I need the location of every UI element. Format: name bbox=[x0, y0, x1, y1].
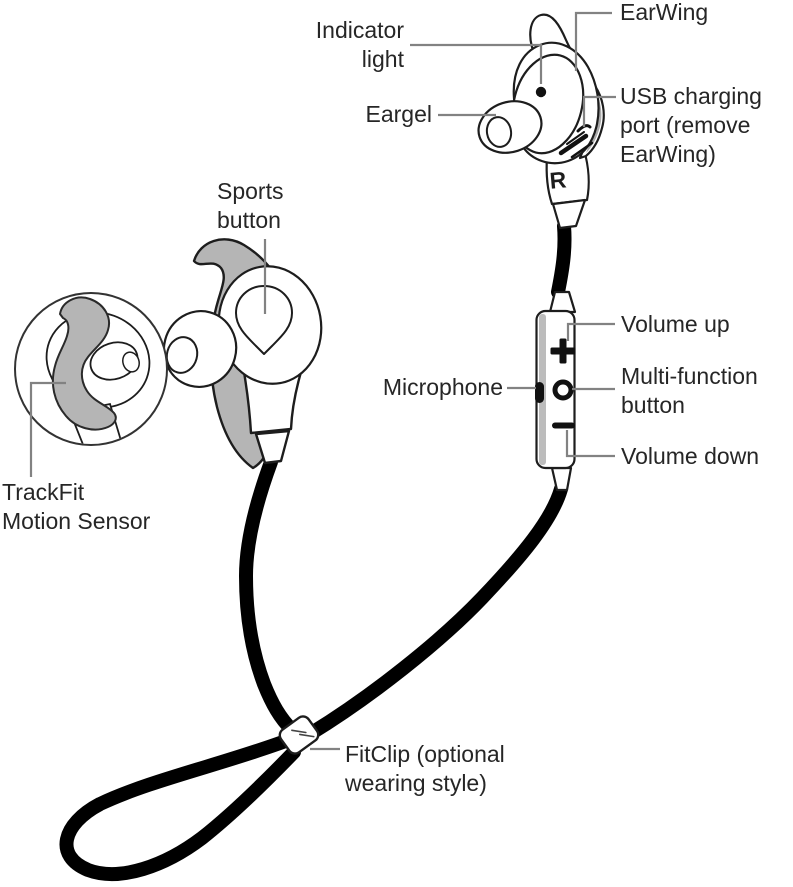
label-usb-charging-port: USB charging port (remove EarWing) bbox=[620, 83, 762, 167]
ring-icon bbox=[552, 379, 574, 401]
inset-eargel bbox=[89, 341, 139, 381]
plus-icon bbox=[550, 338, 576, 364]
microphone-slot bbox=[535, 382, 544, 403]
right-earbud: R bbox=[477, 13, 605, 230]
label-microphone: Microphone bbox=[382, 374, 503, 400]
cable-loop bbox=[59, 732, 301, 881]
left-eargel-tip bbox=[165, 336, 199, 374]
minus-icon bbox=[552, 422, 575, 429]
label-multi-function-button: Multi-function button bbox=[621, 363, 758, 418]
right-marking-text: R bbox=[548, 166, 567, 193]
leader-usb-port bbox=[582, 95, 616, 127]
leader-volume-up bbox=[566, 322, 615, 341]
remote-to-clip-cable bbox=[289, 482, 568, 749]
remote-top-cone bbox=[548, 290, 577, 314]
leader-lines bbox=[29, 11, 616, 751]
sports-button-shape bbox=[235, 285, 293, 355]
cables bbox=[59, 219, 572, 881]
leader-trackfit bbox=[29, 381, 66, 477]
right-eargel-tip bbox=[485, 116, 513, 148]
label-volume-down: Volume down bbox=[621, 443, 760, 469]
label-eargel: Eargel bbox=[365, 101, 432, 127]
indicator-light-dot bbox=[535, 86, 547, 98]
leader-volume-down bbox=[565, 430, 615, 458]
left-earbud-cable bbox=[238, 455, 299, 737]
leader-indicator-light bbox=[410, 43, 543, 84]
inset-circle bbox=[14, 292, 168, 446]
label-trackfit-motion-sensor: TrackFit Motion Sensor bbox=[2, 479, 151, 534]
inset-eargel-tip bbox=[122, 351, 140, 373]
label-sports-button: Sports button bbox=[217, 178, 284, 233]
inline-remote bbox=[535, 290, 577, 492]
inset-outline bbox=[14, 292, 168, 446]
right-earbud-cable bbox=[551, 219, 572, 299]
right-stem-cone bbox=[551, 198, 587, 230]
fitclip-shape bbox=[278, 715, 320, 755]
label-fitclip: FitClip (optional wearing style) bbox=[345, 741, 505, 796]
left-stem-cone bbox=[254, 429, 291, 465]
trackfit-sensor-area bbox=[51, 296, 117, 431]
left-earbud bbox=[162, 238, 323, 470]
label-earwing: EarWing bbox=[620, 0, 709, 25]
label-indicator-light: Indicator light bbox=[315, 17, 404, 72]
label-volume-up: Volume up bbox=[621, 311, 730, 337]
leader-earwing bbox=[574, 11, 612, 71]
